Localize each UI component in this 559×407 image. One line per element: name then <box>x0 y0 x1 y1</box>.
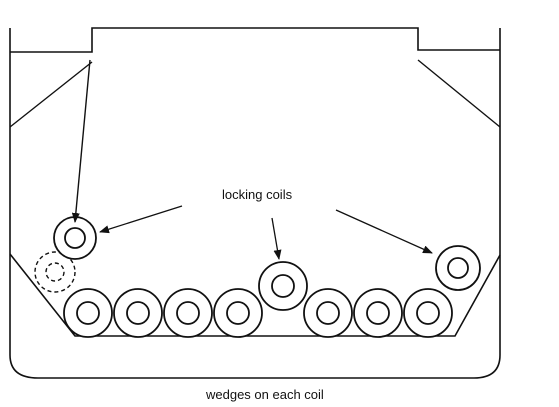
displaced-coil-dashed <box>34 251 76 293</box>
upper-wing-tank-right <box>417 59 501 128</box>
wedges-label: wedges on each coil <box>205 387 324 402</box>
locking-coil-right <box>435 245 481 291</box>
locking-coils-label: locking coils <box>222 187 293 202</box>
upper-wing-tank-left <box>9 61 93 128</box>
hopper-and-tank-top <box>9 253 501 337</box>
lifting-line <box>71 59 91 223</box>
coil <box>113 288 163 338</box>
hold-outline <box>9 28 501 379</box>
locking-coil-center <box>258 261 308 311</box>
arrow-to-left-locking-coil <box>99 205 183 234</box>
coil <box>403 288 453 338</box>
coil <box>303 288 353 338</box>
coil <box>163 288 213 338</box>
coil <box>213 288 263 338</box>
arrow-to-right-locking-coil <box>335 209 433 254</box>
coil <box>63 288 113 338</box>
hatch-coaming <box>10 27 500 53</box>
arrow-to-center-locking-coil <box>271 217 282 260</box>
locking-coil-left <box>53 216 97 260</box>
coil <box>353 288 403 338</box>
bottom-row-coils <box>63 288 453 338</box>
